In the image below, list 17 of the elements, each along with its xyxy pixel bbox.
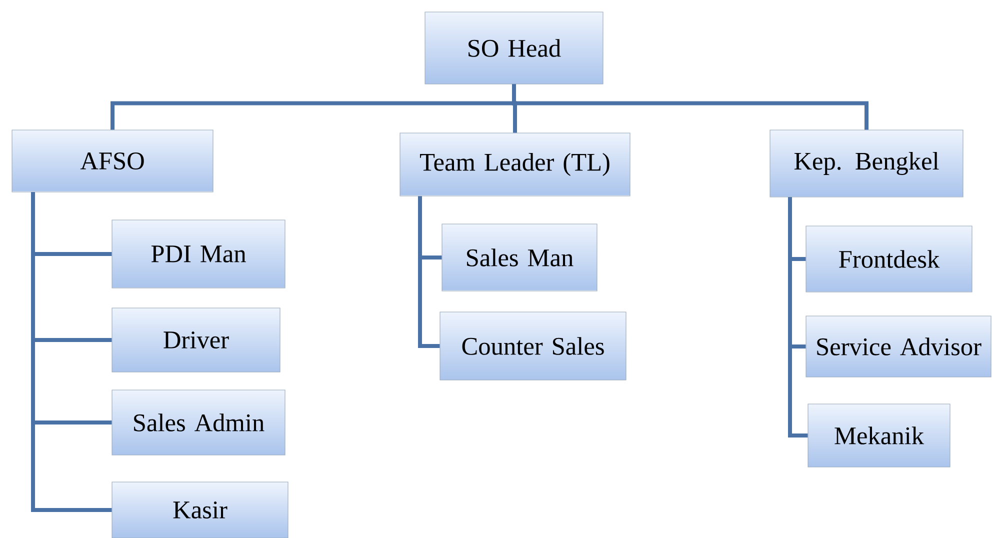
connector-line	[788, 197, 808, 438]
org-box: Frontdesk	[806, 226, 972, 292]
org-box: Kep. Bengkel	[770, 130, 964, 198]
org-box: Sales Man	[442, 224, 598, 292]
connector-line	[512, 84, 868, 130]
org-box: SO Head	[424, 12, 604, 84]
org-box: Team Leader (TL)	[400, 132, 630, 196]
org-box: Mekanik	[808, 404, 950, 468]
org-box: PDI Man	[112, 220, 286, 288]
connector-line	[418, 196, 440, 348]
org-box: Driver	[112, 308, 280, 372]
org-box: Sales Admin	[112, 390, 286, 456]
org-box: Counter Sales	[440, 312, 626, 380]
connector-line	[31, 192, 112, 512]
org-box: Kasir	[112, 482, 288, 538]
org-box: Service Advisor	[806, 316, 992, 378]
org-box: AFSO	[12, 130, 214, 192]
